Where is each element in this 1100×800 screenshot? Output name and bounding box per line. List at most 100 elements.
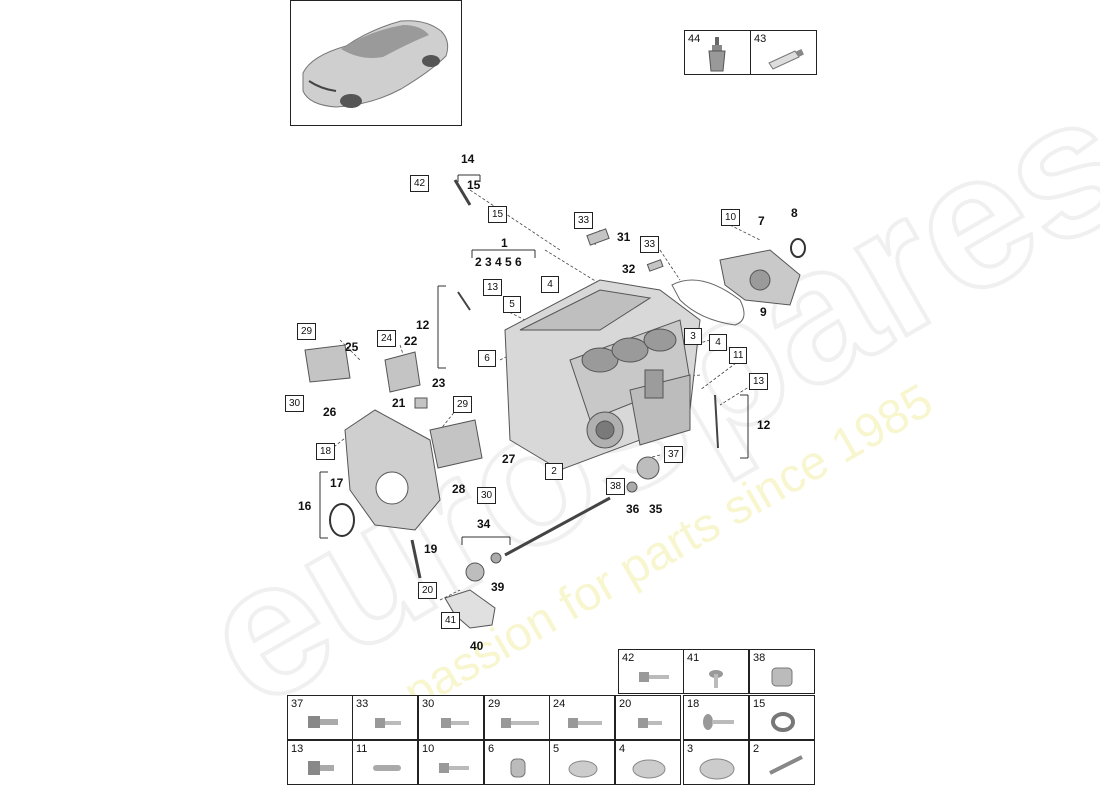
- bolt-icon: [639, 672, 669, 682]
- box-callout-6[interactable]: 6: [478, 350, 496, 367]
- parts-cell-24[interactable]: 24: [549, 695, 615, 740]
- part-number: 44: [688, 33, 701, 45]
- box-callout-13a[interactable]: 13: [483, 279, 503, 296]
- long-bolt-icon: [769, 755, 803, 775]
- parts-cell-15[interactable]: 15: [749, 695, 815, 740]
- consumables-table: 44 43: [684, 30, 817, 75]
- callout-19: 19: [424, 542, 438, 556]
- box-callout-15[interactable]: 15: [488, 206, 508, 223]
- box-callout-41[interactable]: 41: [441, 612, 461, 629]
- bolt-icon: [501, 718, 539, 728]
- callout-36: 36: [626, 502, 640, 516]
- box-callout-33a[interactable]: 33: [574, 212, 594, 229]
- box-callout-10[interactable]: 10: [721, 209, 741, 226]
- parts-cell-38[interactable]: 38: [749, 649, 815, 694]
- callout-31: 31: [617, 230, 631, 244]
- callout-23: 23: [432, 376, 446, 390]
- grease-tube-icon: [768, 49, 804, 70]
- parts-cell-13[interactable]: 13: [287, 740, 353, 785]
- callout-brackets: [319, 174, 749, 545]
- box-callout-3[interactable]: 3: [684, 328, 702, 345]
- part-number: 15: [753, 698, 766, 710]
- screw-icon: [709, 670, 723, 688]
- callout-32: 32: [622, 262, 636, 276]
- box-callout-5[interactable]: 5: [503, 296, 521, 313]
- box-callout-4b[interactable]: 4: [709, 334, 727, 351]
- washer-icon: [771, 712, 795, 732]
- sealant-bottle-icon: [708, 37, 726, 72]
- parts-cell-18[interactable]: 18: [683, 695, 749, 740]
- part-number: 4: [619, 743, 626, 755]
- bolt-icon: [439, 763, 469, 773]
- callout-16: 16: [298, 499, 312, 513]
- box-callout-42[interactable]: 42: [410, 175, 430, 192]
- box-callout-4a[interactable]: 4: [541, 276, 559, 293]
- part-number: 37: [291, 698, 304, 710]
- parts-cell-5[interactable]: 5: [549, 740, 615, 785]
- part-number: 2: [753, 743, 760, 755]
- part-number: 42: [622, 652, 635, 664]
- parts-cell-41[interactable]: 41: [683, 649, 749, 694]
- parts-cell-6[interactable]: 6: [484, 740, 550, 785]
- cap-icon: [568, 760, 598, 778]
- parts-cell-11[interactable]: 11: [352, 740, 418, 785]
- stud-icon: [373, 765, 401, 771]
- part-number: 30: [422, 698, 435, 710]
- parts-cell-37[interactable]: 37: [287, 695, 353, 740]
- part-number: 11: [356, 743, 368, 755]
- callout-15: 15: [467, 178, 481, 192]
- parts-cell-29[interactable]: 29: [484, 695, 550, 740]
- timing-cover: [329, 409, 441, 537]
- part-number: 43: [754, 33, 767, 45]
- part-number: 18: [687, 698, 700, 710]
- consumable-cell-44[interactable]: 44: [685, 31, 751, 74]
- parts-cell-4[interactable]: 4: [615, 740, 681, 785]
- box-callout-18[interactable]: 18: [316, 443, 336, 460]
- callout-12-right: 12: [757, 418, 771, 432]
- part-number: 5: [553, 743, 560, 755]
- engine-block: [504, 279, 701, 471]
- cap-icon: [699, 758, 735, 780]
- callout-26: 26: [323, 405, 337, 419]
- callout-27: 27: [502, 452, 516, 466]
- box-callout-30a[interactable]: 30: [285, 395, 305, 412]
- part-number: 3: [687, 743, 694, 755]
- consumable-cell-43[interactable]: 43: [751, 31, 816, 74]
- bolt-icon: [308, 761, 334, 775]
- part-number: 41: [687, 652, 700, 664]
- parts-cell-30[interactable]: 30: [418, 695, 484, 740]
- parts-cell-2[interactable]: 2: [749, 740, 815, 785]
- callout-1: 1: [501, 236, 508, 250]
- box-callout-2[interactable]: 2: [545, 463, 563, 480]
- part-number: 24: [553, 698, 566, 710]
- bolt-icon: [441, 718, 469, 728]
- parts-cell-42[interactable]: 42: [618, 649, 684, 694]
- plug-icon: [510, 758, 526, 778]
- callout-9: 9: [760, 305, 767, 319]
- part-number: 6: [488, 743, 495, 755]
- callout-7: 7: [758, 214, 765, 228]
- box-callout-29b[interactable]: 29: [453, 396, 473, 413]
- callout-8: 8: [791, 206, 798, 220]
- parts-cell-3[interactable]: 3: [683, 740, 749, 785]
- part-number: 20: [619, 698, 632, 710]
- box-callout-37[interactable]: 37: [664, 446, 684, 463]
- parts-cell-33[interactable]: 33: [352, 695, 418, 740]
- callout-39: 39: [491, 580, 505, 594]
- bolt-icon: [638, 718, 662, 728]
- bolt-icon: [375, 718, 401, 728]
- vehicle-thumbnail: [290, 0, 462, 126]
- box-callout-33b[interactable]: 33: [640, 236, 660, 253]
- box-callout-11[interactable]: 11: [729, 347, 748, 364]
- callout-2-6: 2 3 4 5 6: [475, 255, 522, 269]
- box-callout-29a[interactable]: 29: [297, 323, 317, 340]
- box-callout-24[interactable]: 24: [377, 330, 397, 347]
- box-callout-20[interactable]: 20: [418, 582, 438, 599]
- box-callout-13b[interactable]: 13: [749, 373, 769, 390]
- box-callout-30b[interactable]: 30: [477, 487, 497, 504]
- parts-cell-20[interactable]: 20: [615, 695, 681, 740]
- bearing-icon: [771, 667, 793, 687]
- box-callout-38[interactable]: 38: [606, 478, 626, 495]
- parts-cell-10[interactable]: 10: [418, 740, 484, 785]
